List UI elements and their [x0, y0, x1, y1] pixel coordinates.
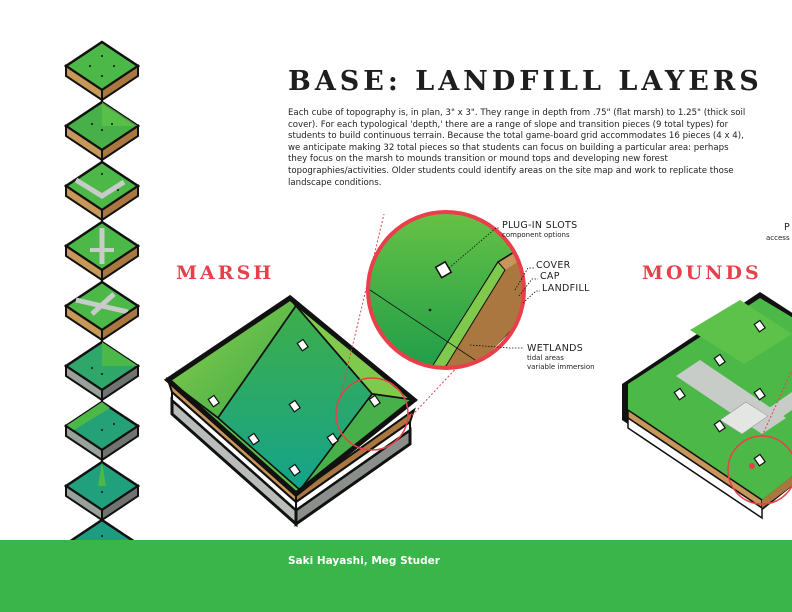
- terrain-piece-thumbnail-6[interactable]: [62, 340, 142, 404]
- layers-zoom-detail: [366, 210, 526, 370]
- callout-cover: COVER: [536, 260, 571, 271]
- callout-cap: CAP: [540, 271, 560, 282]
- author-credits: Saki Hayashi, Meg Studer: [288, 555, 440, 567]
- footer-band: [0, 540, 792, 612]
- terrain-piece-thumbnail-3[interactable]: [62, 160, 142, 224]
- section-label-mounds: MOUNDS: [642, 262, 762, 284]
- callout-plug-in-slots: PLUG-IN SLOTS component options: [502, 220, 578, 239]
- description-paragraph: Each cube of topography is, in plan, 3" …: [288, 108, 746, 188]
- marsh-terrain-piece: [163, 213, 521, 528]
- callout-right-edge-sub: access: [766, 234, 790, 242]
- terrain-piece-thumbnail-1[interactable]: [62, 40, 142, 104]
- callout-right-edge-letter: P: [784, 222, 791, 233]
- terrain-piece-thumbnail-7[interactable]: [62, 400, 142, 464]
- page-title: BASE: LANDFILL LAYERS: [288, 66, 763, 97]
- terrain-piece-thumbnail-5[interactable]: [62, 280, 142, 344]
- mounds-terrain-piece: [622, 292, 792, 520]
- landfill-layers-diagram: [163, 210, 792, 528]
- terrain-piece-thumbnail-4[interactable]: [62, 220, 142, 284]
- terrain-piece-thumbnail-2[interactable]: [62, 100, 142, 164]
- section-label-marsh: MARSH: [176, 262, 275, 284]
- callout-wetlands: WETLANDS tidal areas variable immersion: [527, 343, 595, 371]
- callout-landfill: LANDFILL: [542, 283, 590, 294]
